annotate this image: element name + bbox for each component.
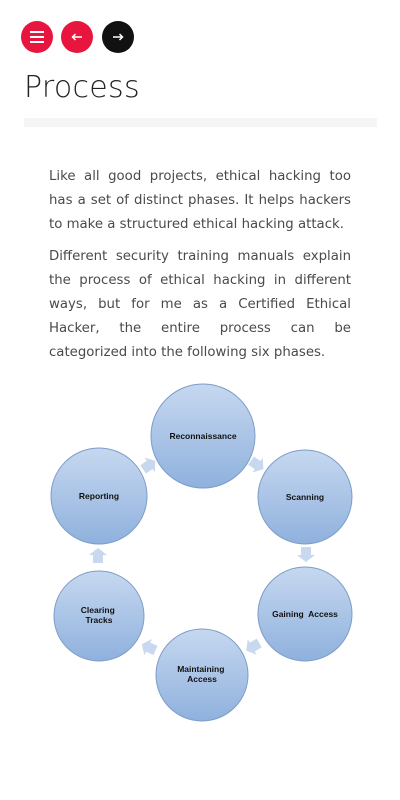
previous-page-button[interactable] [61,21,93,53]
arrow-right-icon [113,33,124,41]
clearing-tracks-label: Clearing Tracks [81,605,117,625]
phase-gaining-access: Gaining Access [257,566,353,662]
ethical-hacking-cycle-diagram: Reconnaissance Scanning Gaining Access M… [50,383,353,722]
arrow-reconnaissance-to-scanning [248,456,264,473]
phase-scanning: Scanning [257,449,353,545]
arrow-gaining-to-maintaining-access [246,638,262,655]
arrow-reporting-to-reconnaissance [140,457,156,474]
page-title: Process [24,70,140,105]
menu-button[interactable] [21,21,53,53]
svg-text:Reconnaissance: Reconnaissance [169,431,236,441]
maintaining-access-label: Maintaining Access [177,664,227,684]
svg-text:Scanning: Scanning [286,492,324,502]
phase-reporting: Reporting [50,447,148,545]
phase-reconnaissance: Reconnaissance [150,383,256,489]
title-divider [24,118,377,127]
paragraph-intro: Like all good projects, ethical hacking … [49,169,351,232]
arrow-clearing-tracks-to-reporting [89,548,107,563]
svg-text:Reporting: Reporting [79,491,119,501]
cycle-arrows [89,456,315,656]
next-page-button[interactable] [102,21,134,53]
svg-text:Gaining Access: Gaining Access [272,609,338,619]
arrow-scanning-to-gaining-access [297,547,315,562]
paragraph-phases: Different security training manuals expl… [49,249,351,360]
phase-maintaining-access: Maintaining Access [155,628,249,722]
arrow-left-icon [71,33,82,41]
arrow-maintaining-to-clearing-tracks [141,638,158,656]
article-body: Like all good projects, ethical hacking … [49,165,351,373]
phase-clearing-tracks: Clearing Tracks [53,570,145,662]
hamburger-menu-icon [30,31,44,43]
